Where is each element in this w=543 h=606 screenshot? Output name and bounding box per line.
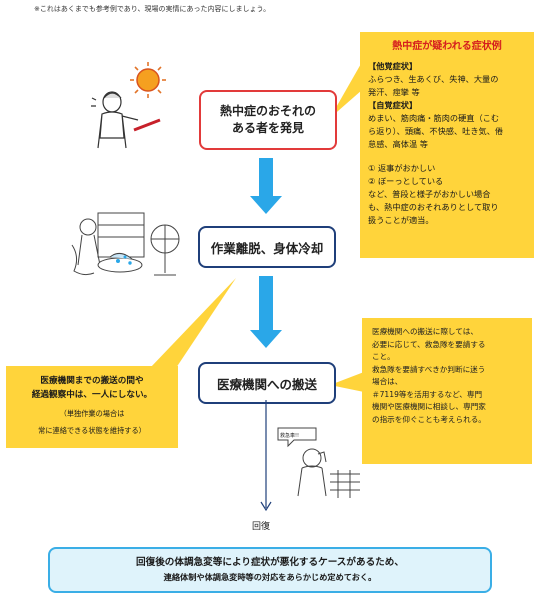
escort-line3: （単独作業の場合は	[59, 409, 125, 418]
step-cooling-label: 作業離脱、身体冷却	[210, 240, 324, 256]
recovery-label: 回復	[252, 522, 271, 532]
bottom-advice-box: 回復後の体調急変等により症状が悪化するケースがあるため、 連絡体制や体調急変時等…	[48, 547, 492, 593]
symptoms-callout: 熱中症が疑われる症状例 【他覚症状】 ふらつき、生あくび、失神、大量の 発汗、痙…	[360, 32, 534, 258]
transport-line: 必要に応じて、救急隊を要請する	[372, 339, 486, 349]
step-discover-line1: 熱中症のおそれの	[219, 104, 316, 118]
arrow-down-icon	[250, 276, 282, 348]
other-symptoms-line: ふらつき、生あくび、失神、大量の	[368, 74, 499, 84]
escort-line4: 常に連絡できる状態を維持する）	[38, 426, 146, 435]
extra-symptom-line: 扱うことが適当。	[368, 215, 434, 225]
self-symptoms-line: ら返り）、頭痛、不快感、吐き気、倦	[368, 126, 504, 136]
self-symptoms-line: めまい、筋肉痛・筋肉の硬直（こむ	[368, 113, 500, 123]
transport-line: 救急隊を要請すべきか判断に迷う	[372, 364, 486, 374]
other-symptoms-line: 発汗、痙攣 等	[368, 87, 420, 97]
escort-callout: 医療機関までの搬送の間や 経過観察中は、一人にしない。 （単独作業の場合は 常に…	[6, 366, 178, 448]
step-cooling-box: 作業離脱、身体冷却	[198, 226, 336, 268]
bubble-pointer-top	[330, 62, 362, 118]
extra-symptom-line: も、熱中症のおそれありとして取り	[368, 202, 499, 212]
sun-icon	[130, 62, 166, 98]
transport-line: 機関や医療機関に相談し、専門家	[372, 402, 486, 411]
escort-line1: 医療機関までの搬送の間や	[40, 376, 144, 386]
symptoms-title: 熱中症が疑われる症状例	[392, 41, 502, 52]
transport-line: こと。	[372, 352, 395, 361]
arrow-down-icon	[250, 158, 282, 214]
step-discover-line2: ある者を発見	[231, 121, 304, 135]
transport-line: 場合は、	[372, 377, 403, 386]
bottom-line2: 連絡体制や体調急変時等の対応をあらかじめ定めておく。	[163, 572, 377, 582]
escort-line2: 経過観察中は、一人にしない。	[31, 390, 153, 400]
worker-heat-illustration	[91, 62, 166, 149]
cooling-worker-illustration	[71, 212, 180, 276]
water-splash-icon	[116, 255, 132, 265]
self-symptoms-heading: 【自覚症状】	[368, 100, 418, 110]
phone-call-illustration: 救急車!!	[277, 427, 360, 498]
bubble-pointer-left	[150, 278, 236, 368]
transport-line: の指示を仰ぐことも考えられる。	[372, 414, 486, 424]
extra-symptom-line: ① 返事がおかしい	[368, 163, 436, 173]
step-transport-box: 医療機関への搬送	[198, 362, 336, 404]
transport-line: ＃7119等を活用するなど、専門	[372, 389, 483, 399]
transport-line: 医療機関への搬送に際しては、	[372, 327, 478, 336]
other-symptoms-heading: 【他覚症状】	[368, 61, 418, 71]
bottom-line1: 回復後の体調急変等により症状が悪化するケースがあるため、	[136, 557, 404, 568]
self-symptoms-line: 怠感、高体温 等	[368, 139, 428, 149]
step-transport-label: 医療機関への搬送	[216, 376, 317, 392]
thin-arrow-down-icon	[260, 400, 272, 512]
extra-symptom-line: など、普段と様子がおかしい場合	[368, 189, 491, 199]
speech-text: 救急車!!	[280, 432, 299, 439]
bubble-pointer-right	[330, 372, 364, 392]
step-discover-box: 熱中症のおそれの ある者を発見	[199, 90, 337, 150]
extra-symptom-line: ② ぼーっとしている	[368, 176, 444, 186]
reference-note: ※これはあくまでも参考例であり、現場の実情にあった内容にしましょう。	[34, 5, 271, 13]
transport-callout: 医療機関への搬送に際しては、 必要に応じて、救急隊を要請する こと。 救急隊を要…	[362, 318, 532, 464]
